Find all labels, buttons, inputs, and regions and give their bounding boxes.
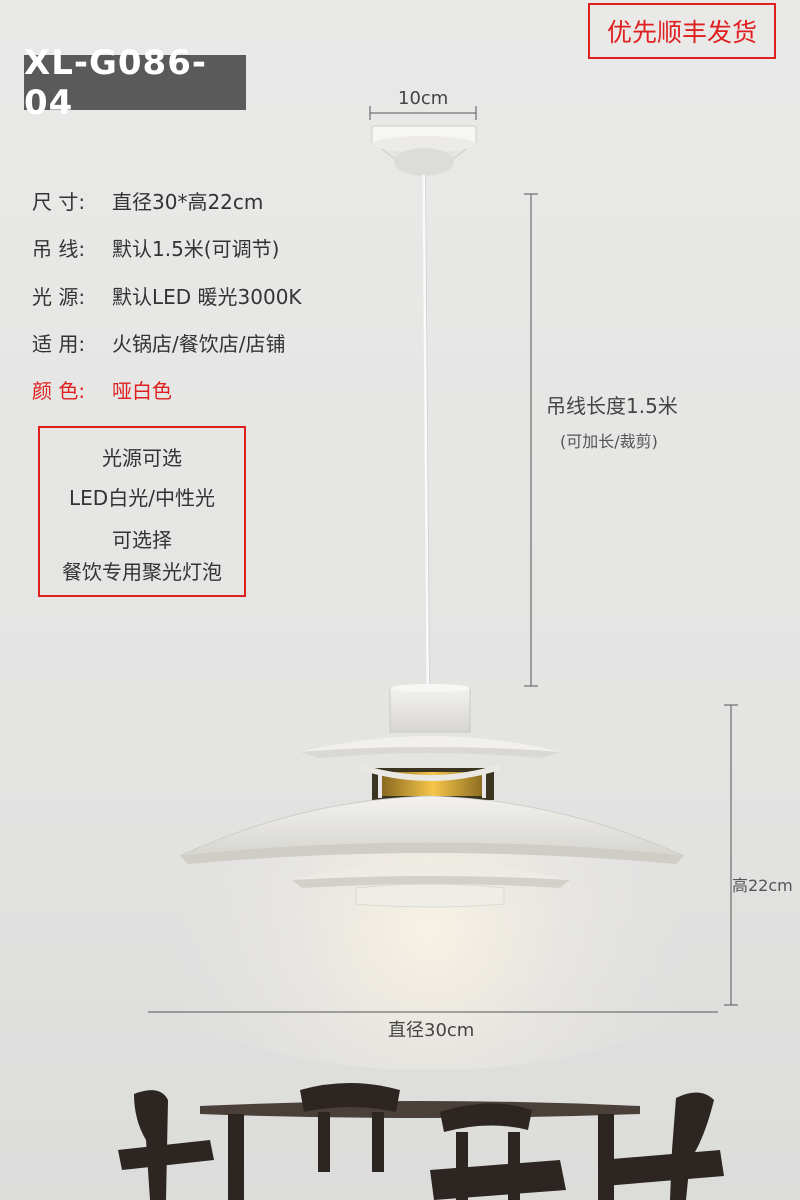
spec-label: 光 源:	[32, 285, 86, 309]
spec-value: 火锅店/餐饮店/店铺	[112, 332, 286, 356]
spec-value: 哑白色	[112, 379, 172, 403]
spec-label: 尺 寸:	[32, 190, 86, 214]
height-dimension	[724, 704, 738, 1006]
canopy-width-label: 10cm	[398, 88, 449, 109]
light-glow	[130, 830, 730, 1070]
spec-value: 默认1.5米(可调节)	[112, 237, 280, 261]
diameter-label: 直径30cm	[388, 1020, 475, 1041]
light-options-box: 光源可选 LED白光/中性光 可选择 餐饮专用聚光灯泡	[38, 426, 246, 597]
model-number-badge: XL-G086-04	[24, 43, 246, 123]
spec-row-usage: 适 用: 火锅店/餐饮店/店铺	[32, 328, 285, 357]
spec-row-color: 颜 色: 哑白色	[32, 375, 172, 404]
shipping-badge-text: 优先顺丰发货	[606, 18, 757, 47]
cord-length-dimension	[524, 193, 538, 687]
spec-label: 吊 线:	[32, 237, 86, 261]
cord-length-label: 吊线长度1.5米	[546, 394, 678, 418]
option-line: 餐饮专用聚光灯泡	[62, 560, 222, 584]
option-line: 光源可选	[102, 446, 182, 470]
spec-value: 直径30*高22cm	[112, 190, 264, 214]
spec-label: 颜 色:	[32, 379, 86, 403]
hanging-cord	[422, 174, 430, 691]
canopy-width-dimension	[369, 106, 477, 120]
option-line: LED白光/中性光	[69, 486, 215, 510]
spec-row-light-source: 光 源: 默认LED 暖光3000K	[32, 281, 302, 310]
spec-row-cord: 吊 线: 默认1.5米(可调节)	[32, 233, 279, 262]
pendant-lamp	[179, 684, 685, 908]
option-line: 可选择	[112, 528, 172, 552]
shipping-badge: 优先顺丰发货	[588, 3, 776, 59]
spec-row-size: 尺 寸: 直径30*高22cm	[32, 186, 263, 215]
height-label: 高22cm	[732, 876, 793, 895]
cord-length-note: (可加长/裁剪)	[560, 432, 658, 451]
ceiling-canopy	[371, 125, 477, 176]
spec-value: 默认LED 暖光3000K	[112, 285, 302, 309]
dining-furniture	[118, 1083, 724, 1200]
model-number: XL-G086-04	[24, 42, 207, 123]
spec-label: 适 用:	[32, 332, 86, 356]
